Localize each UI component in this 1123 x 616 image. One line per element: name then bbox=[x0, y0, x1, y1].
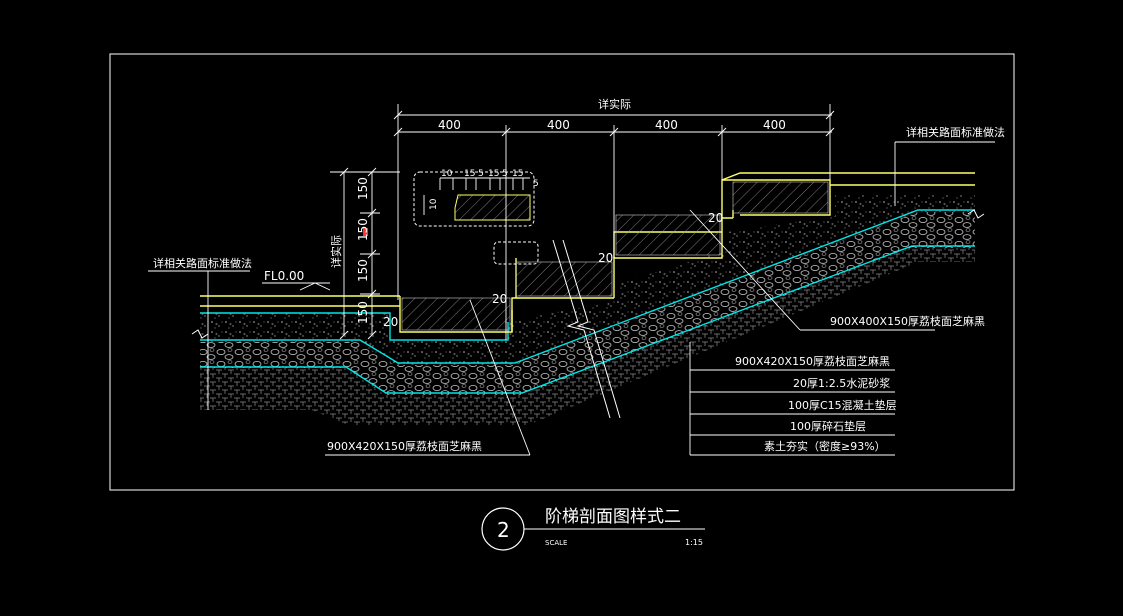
detail-dim-5b: 5 bbox=[502, 169, 508, 179]
note-step-slab-left: 900X420X150厚荔枝面芝麻黑 bbox=[327, 439, 482, 453]
joint-20-4: 20 bbox=[708, 211, 723, 225]
joint-20-2: 20 bbox=[492, 292, 507, 306]
leader-lines bbox=[148, 141, 995, 456]
vertical-dimension-label: 详实际 bbox=[329, 235, 343, 268]
scale-label: SCALE bbox=[545, 539, 567, 547]
scale-value: 1:15 bbox=[685, 538, 703, 547]
joint-20-1: 20 bbox=[383, 315, 398, 329]
drawing-frame bbox=[109, 53, 1015, 491]
dim-400-3: 400 bbox=[655, 118, 678, 132]
dim-150-1: 150 bbox=[356, 177, 370, 200]
layer-2: 20厚1:2.5水泥砂浆 bbox=[793, 376, 890, 390]
gravel-layer bbox=[200, 212, 975, 395]
detail-dim-15a: 15 bbox=[464, 169, 475, 179]
paving-and-steps bbox=[200, 172, 975, 333]
dim-400-1: 400 bbox=[438, 118, 461, 132]
level-marker bbox=[363, 228, 368, 236]
dim-400-2: 400 bbox=[547, 118, 570, 132]
membrane-lines bbox=[200, 209, 975, 394]
note-step-slab-right: 900X400X150厚荔枝面芝麻黑 bbox=[830, 314, 985, 328]
dim-150-3: 150 bbox=[356, 259, 370, 282]
floor-level-label: FL0.00 bbox=[264, 269, 304, 283]
dimension-lines bbox=[330, 104, 835, 340]
nosing-detail bbox=[413, 171, 539, 265]
detail-dim-5c: 5 bbox=[533, 179, 539, 189]
detail-dim-10: 10 bbox=[441, 169, 453, 179]
dim-400-4: 400 bbox=[763, 118, 786, 132]
note-top-right: 详相关路面标准做法 bbox=[906, 125, 1005, 139]
title-block: 2 阶梯剖面图样式二 SCALE 1:15 bbox=[481, 507, 705, 551]
dim-150-4: 150 bbox=[356, 301, 370, 324]
dim-150-2: 150 bbox=[356, 218, 370, 241]
detail-dim-15c: 15 bbox=[512, 169, 523, 179]
layer-5: 素土夯实（密度≥93%） bbox=[764, 439, 886, 453]
drawing-title: 阶梯剖面图样式二 bbox=[545, 507, 681, 527]
step-slabs bbox=[401, 181, 829, 331]
soil-layer bbox=[200, 248, 975, 425]
layer-3: 100厚C15混凝土垫层 bbox=[788, 398, 897, 412]
layer-4: 100厚碎石垫层 bbox=[790, 419, 866, 433]
detail-dim-15b: 15 bbox=[488, 169, 499, 179]
joint-20-3: 20 bbox=[598, 251, 613, 265]
detail-dim-10-vertical: 10 bbox=[429, 198, 439, 210]
layer-1: 900X420X150厚荔枝面芝麻黑 bbox=[735, 354, 890, 368]
detail-number: 2 bbox=[497, 518, 510, 542]
concrete-layer bbox=[200, 195, 975, 365]
note-left: 详相关路面标准做法 bbox=[153, 256, 252, 270]
layer-end-ticks bbox=[191, 209, 985, 339]
overall-dimension-label: 详实际 bbox=[598, 97, 631, 111]
break-line bbox=[552, 239, 621, 419]
detail-dim-5a: 5 bbox=[478, 169, 484, 179]
